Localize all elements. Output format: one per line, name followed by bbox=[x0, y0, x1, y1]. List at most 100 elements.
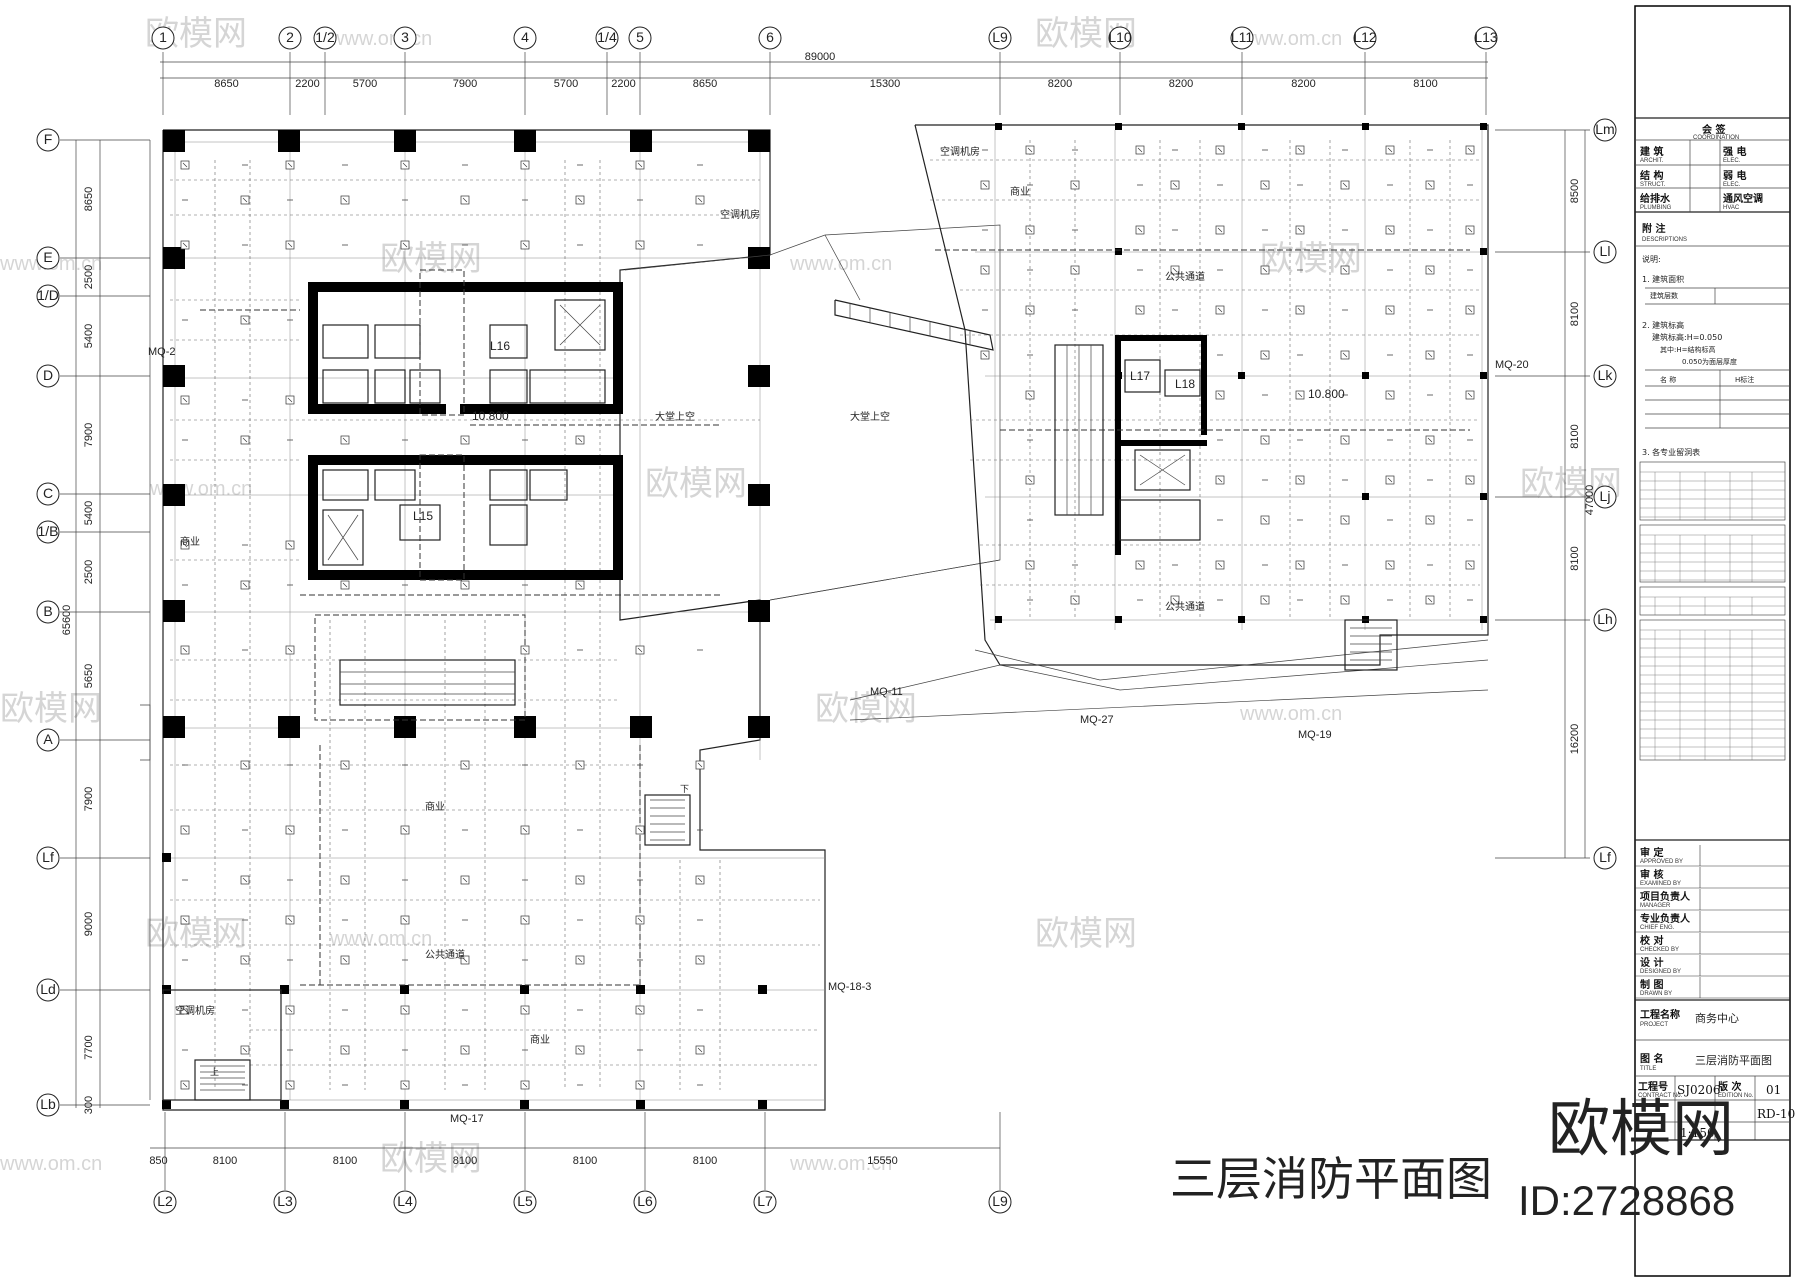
smoke-detector-icon bbox=[1025, 390, 1035, 400]
tb-struct: 结 构 bbox=[1640, 169, 1663, 182]
smoke-detector-icon bbox=[240, 580, 250, 590]
tb-approval-label-en: CHIEF ENG. bbox=[1640, 925, 1675, 931]
smoke-detector-icon bbox=[1260, 595, 1270, 605]
axis-label: 3 bbox=[401, 29, 409, 45]
smoke-detector-icon bbox=[1340, 515, 1350, 525]
axis-bubble: Lk bbox=[1593, 364, 1617, 388]
smoke-detector-icon bbox=[285, 1080, 295, 1090]
axis-bubble: Ll bbox=[1593, 240, 1617, 264]
ac-room-label: 空调机房 bbox=[720, 208, 760, 221]
corridor-label: 公共通道 bbox=[1165, 600, 1205, 613]
watermark-logo: 欧模网 bbox=[380, 1139, 482, 1179]
axis-label: 1/2 bbox=[315, 29, 335, 45]
smoke-detector-icon bbox=[340, 580, 350, 590]
tb-note2: 2. 建筑标高 bbox=[1642, 320, 1684, 330]
axis-bubble: L3 bbox=[273, 1190, 297, 1214]
tb-note-head: 说明: bbox=[1642, 254, 1661, 264]
smoke-detector-icon bbox=[695, 955, 705, 965]
smoke-detector-icon bbox=[340, 955, 350, 965]
smoke-detector-icon bbox=[1340, 350, 1350, 360]
tb-edition-value: 01 bbox=[1766, 1083, 1781, 1097]
watermark-logo: 欧模网 bbox=[145, 914, 247, 954]
smoke-detector-icon bbox=[180, 1005, 190, 1015]
tb-approval-label-en: DESIGNED BY bbox=[1640, 969, 1681, 975]
dimension-value: 8100 bbox=[1413, 78, 1437, 90]
dimension-value: 8500 bbox=[1569, 179, 1581, 203]
smoke-detector-icon bbox=[1340, 265, 1350, 275]
smoke-detector-icon bbox=[180, 825, 190, 835]
left-building bbox=[140, 129, 1001, 1111]
smoke-detector-icon bbox=[1215, 225, 1225, 235]
smoke-detector-icon bbox=[1135, 560, 1145, 570]
smoke-detector-icon bbox=[520, 1080, 530, 1090]
axis-label: L9 bbox=[992, 1193, 1008, 1209]
tb-struct-en: STRUCT. bbox=[1640, 182, 1666, 188]
smoke-detector-icon bbox=[340, 875, 350, 885]
axis-label: E bbox=[43, 249, 52, 265]
smoke-detector-icon bbox=[240, 195, 250, 205]
escalator bbox=[314, 614, 526, 721]
smoke-detector-icon bbox=[180, 915, 190, 925]
smoke-detector-icon bbox=[240, 760, 250, 770]
axis-label: Lb bbox=[40, 1096, 56, 1112]
title-block: 会 签 COORDINATION 建 筑 ARCHIT. 强 电 ELEC. 结… bbox=[1634, 5, 1795, 1277]
smoke-detector-icon bbox=[340, 195, 350, 205]
smoke-detector-icon bbox=[285, 395, 295, 405]
smoke-detector-icon bbox=[1465, 390, 1475, 400]
tb-approval-label: 制 图 bbox=[1640, 978, 1663, 991]
tb-note2c: 0.050为面层厚度 bbox=[1682, 357, 1737, 366]
axis-bubble: Ld bbox=[36, 978, 60, 1002]
smoke-detector-icon bbox=[285, 825, 295, 835]
smoke-detector-icon bbox=[285, 240, 295, 250]
axis-label: 4 bbox=[521, 29, 529, 45]
tb-title-value: 三层消防平面图 bbox=[1695, 1053, 1772, 1067]
smoke-detector-icon bbox=[1385, 225, 1395, 235]
axis-bubble: L9 bbox=[988, 26, 1012, 50]
axis-label: Lh bbox=[1597, 611, 1613, 627]
smoke-detector-icon bbox=[460, 435, 470, 445]
tb-scale: 1:150 bbox=[1680, 1126, 1715, 1140]
smoke-detector-icon bbox=[340, 435, 350, 445]
shop-label: 商业 bbox=[425, 800, 445, 813]
tb-contract: 工程号 bbox=[1638, 1080, 1668, 1093]
core-right bbox=[1115, 335, 1207, 555]
axis-bubble: L12 bbox=[1353, 26, 1377, 50]
dimension-value: 15550 bbox=[867, 1155, 898, 1167]
ac-room-label: 空调机房 bbox=[940, 145, 980, 158]
smoke-detector-icon bbox=[400, 825, 410, 835]
tb-approval-label: 设 计 bbox=[1640, 956, 1663, 969]
external-stairs bbox=[834, 299, 994, 351]
dimension-value: 8100 bbox=[1569, 302, 1581, 326]
smoke-detector-icon bbox=[1340, 595, 1350, 605]
axis-bubble: A bbox=[36, 728, 60, 752]
tb-note-col2: H标注 bbox=[1735, 375, 1754, 384]
tb-approval-label: 项目负责人 bbox=[1640, 890, 1691, 903]
smoke-detector-icon bbox=[980, 265, 990, 275]
axis-bubble: L4 bbox=[393, 1190, 417, 1214]
smoke-detector-icon bbox=[285, 540, 295, 550]
tb-approval-label-en: EXAMINED BY bbox=[1640, 881, 1681, 887]
watermark-big: 欧模网 bbox=[1548, 1092, 1734, 1165]
axis-bubble: 6 bbox=[758, 26, 782, 50]
axis-label: Ld bbox=[40, 981, 56, 997]
room-labels: L16 L15 L17 L18 10.800 10.800 大堂上空 大堂上空 … bbox=[148, 145, 1529, 1125]
smoke-detector-icon bbox=[1425, 515, 1435, 525]
axis-label: L4 bbox=[397, 1193, 413, 1209]
shop-label: 商业 bbox=[180, 535, 200, 548]
watermark-site: www.om.cn bbox=[329, 928, 432, 950]
smoke-detector-icon bbox=[285, 1005, 295, 1015]
smoke-detector-icon bbox=[1135, 305, 1145, 315]
smoke-detector-icon bbox=[635, 1080, 645, 1090]
smoke-detector-icon bbox=[180, 240, 190, 250]
axis-bubble: 1/D bbox=[36, 284, 60, 308]
tb-section-sign-en: COORDINATION bbox=[1693, 135, 1739, 141]
watermark-layer: 欧模网 www.om.cn 欧模网 www.om.cn www.om.cn 欧模… bbox=[0, 14, 1622, 1179]
smoke-detector-icon bbox=[1170, 265, 1180, 275]
tb-plumb-en: PLUMBING bbox=[1640, 205, 1672, 211]
smoke-detector-icon bbox=[575, 580, 585, 590]
dimension-value: 8100 bbox=[213, 1155, 237, 1167]
dimension-value: 7700 bbox=[83, 1035, 95, 1059]
void-label: 大堂上空 bbox=[655, 410, 695, 423]
